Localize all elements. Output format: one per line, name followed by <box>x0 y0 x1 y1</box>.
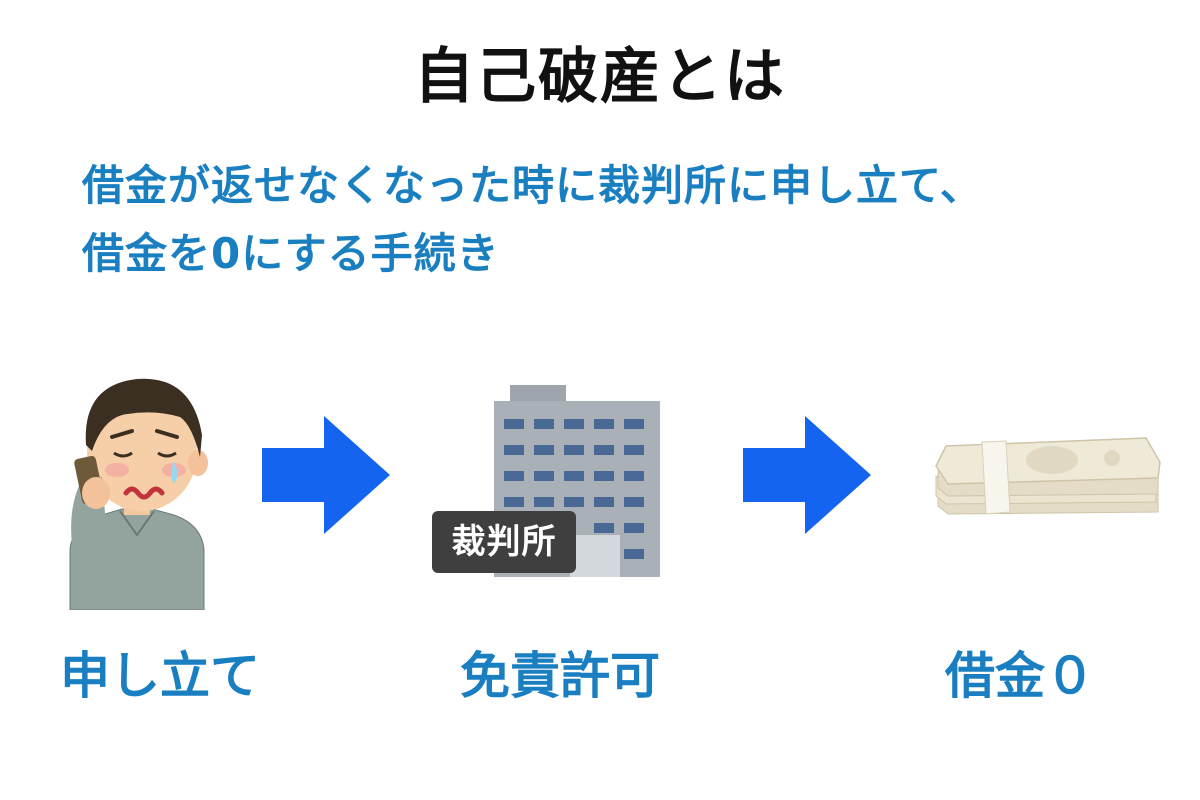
court-building-icon <box>432 385 660 577</box>
arrow-right-icon <box>262 416 390 534</box>
page-title: 自己破産とは <box>414 42 786 112</box>
step-label-petition: 申し立て <box>60 647 260 705</box>
money-stack-icon <box>935 437 1161 515</box>
description-line-1: 借金が返せなくなった時に裁判所に申し立て、 <box>82 161 983 210</box>
step-label-discharge: 免責許可 <box>460 647 660 705</box>
worried-man-on-phone-icon <box>69 378 208 610</box>
court-sign-text: 裁判所 <box>451 522 557 562</box>
description-line-2: 借金を0にする手続き <box>82 229 500 278</box>
step-label-debt-zero: 借金０ <box>945 647 1095 705</box>
arrow-right-icon <box>743 416 871 534</box>
